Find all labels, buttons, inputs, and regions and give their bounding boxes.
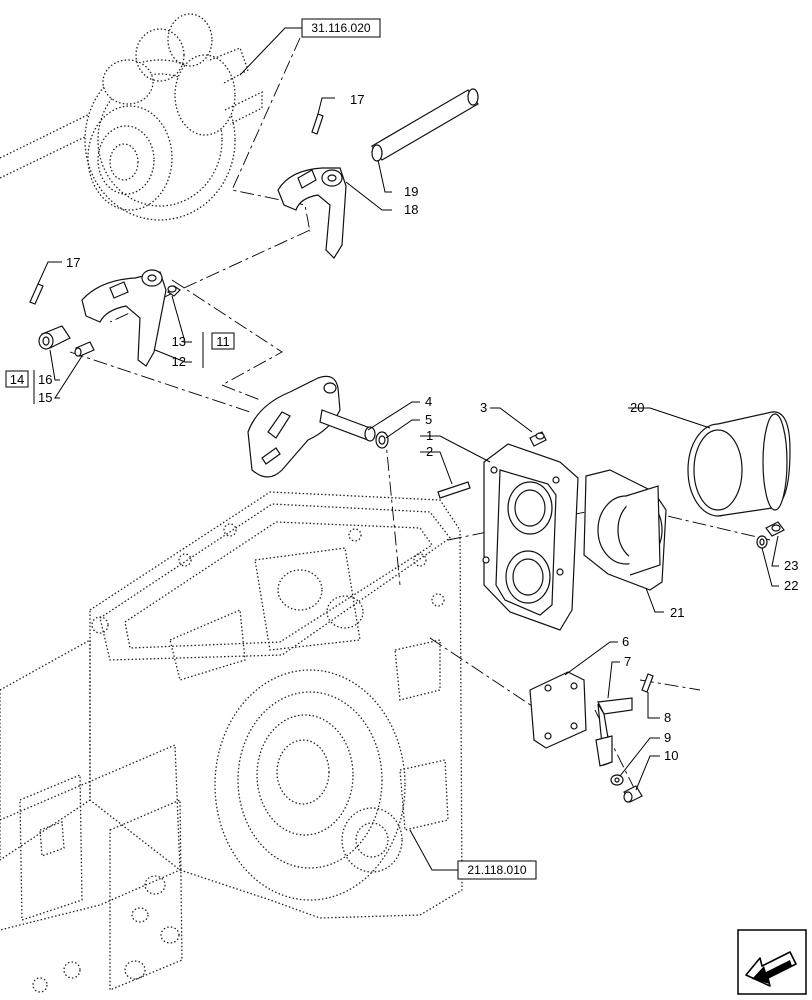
adapter-flange bbox=[583, 469, 667, 591]
shift-rod bbox=[371, 88, 479, 162]
callout-8: 8 bbox=[664, 710, 671, 725]
roller-16 bbox=[38, 325, 71, 350]
bolt-23 bbox=[765, 521, 785, 537]
bolt-3 bbox=[529, 431, 547, 447]
pin-13 bbox=[167, 285, 181, 297]
washer-22 bbox=[756, 535, 768, 549]
callout-3: 3 bbox=[480, 400, 487, 415]
shift-fork-upper bbox=[277, 167, 347, 259]
callout-22: 22 bbox=[784, 578, 798, 593]
pin-8 bbox=[641, 673, 654, 693]
callout-6: 6 bbox=[622, 634, 629, 649]
callout-18: 18 bbox=[404, 202, 418, 217]
selector-lever bbox=[247, 375, 376, 478]
bolt-10 bbox=[623, 785, 643, 803]
callout-16: 16 bbox=[38, 372, 52, 387]
callout-10: 10 bbox=[664, 748, 678, 763]
callout-11: 11 bbox=[216, 334, 230, 349]
callout-4: 4 bbox=[425, 394, 432, 409]
callout-15: 15 bbox=[38, 390, 52, 405]
callout-1: 1 bbox=[426, 428, 433, 443]
lever-bracket bbox=[595, 697, 633, 767]
stud-2 bbox=[437, 481, 471, 499]
callout-box-14: 14 bbox=[5, 370, 29, 388]
callout-numbers: 17 19 18 17 13 12 16 15 4 5 3 1 2 20 21 … bbox=[38, 92, 798, 763]
pin-15 bbox=[74, 341, 95, 357]
reference-top[interactable]: 31.116.020 bbox=[301, 18, 381, 38]
leader-lines bbox=[33, 27, 779, 871]
callout-14: 14 bbox=[10, 372, 24, 387]
gear-assembly bbox=[0, 13, 263, 221]
pin-lower bbox=[29, 283, 44, 305]
callout-12: 12 bbox=[172, 354, 186, 369]
callout-2: 2 bbox=[426, 444, 433, 459]
shift-fork-lower bbox=[81, 269, 167, 367]
callout-17-lower: 17 bbox=[66, 255, 80, 270]
washer-9 bbox=[610, 774, 624, 786]
callout-7: 7 bbox=[624, 654, 631, 669]
gasket-plate bbox=[529, 671, 587, 749]
reference-top-label: 31.116.020 bbox=[311, 21, 370, 35]
callout-9: 9 bbox=[664, 730, 671, 745]
seal-ring-5 bbox=[375, 431, 389, 449]
callout-23: 23 bbox=[784, 558, 798, 573]
callout-19: 19 bbox=[404, 184, 418, 199]
callout-5: 5 bbox=[425, 412, 432, 427]
arrow-back-icon[interactable] bbox=[737, 929, 807, 995]
callout-13: 13 bbox=[172, 334, 186, 349]
callout-box-11: 11 bbox=[211, 332, 235, 350]
pin-upper bbox=[311, 113, 324, 135]
bearing-cover-plate bbox=[482, 443, 579, 631]
transmission-housing bbox=[0, 491, 463, 993]
callout-17-upper: 17 bbox=[350, 92, 364, 107]
callout-21: 21 bbox=[670, 605, 684, 620]
reference-bottom-label: 21.118.010 bbox=[467, 863, 526, 877]
dust-cover-boot bbox=[687, 411, 791, 517]
callout-20: 20 bbox=[630, 400, 644, 415]
reference-bottom[interactable]: 21.118.010 bbox=[457, 860, 537, 880]
